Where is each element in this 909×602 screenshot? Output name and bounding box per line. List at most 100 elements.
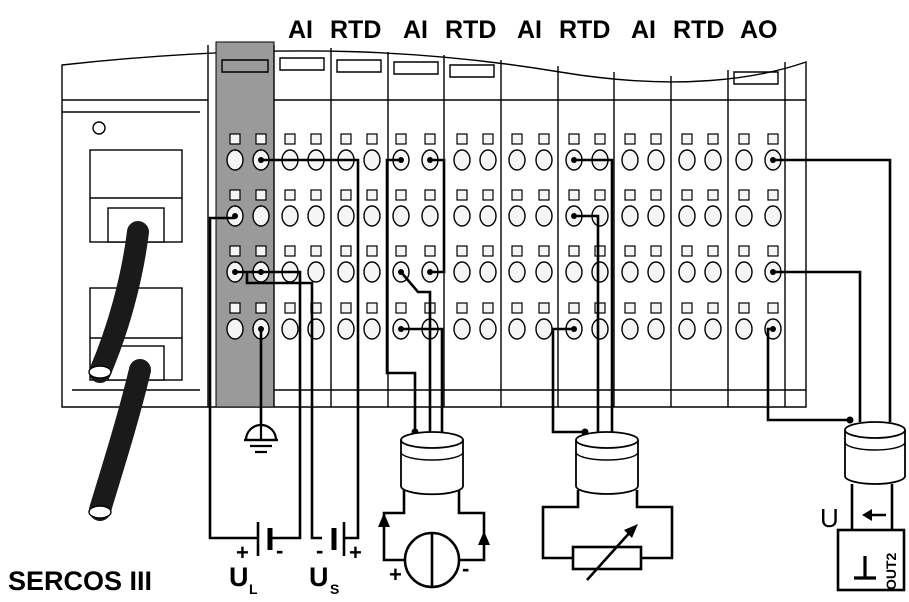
release-button bbox=[707, 302, 719, 314]
release-button bbox=[650, 133, 662, 145]
terminal-contact bbox=[508, 318, 526, 340]
wire-pot-right bbox=[635, 490, 674, 560]
supply-ul-plus: + bbox=[236, 540, 249, 565]
bus-label: SERCOS III bbox=[8, 566, 152, 596]
terminal-contact bbox=[363, 261, 381, 283]
release-button bbox=[568, 189, 580, 201]
terminal-contact bbox=[479, 318, 497, 340]
release-button bbox=[456, 245, 468, 257]
release-button bbox=[707, 245, 719, 257]
release-button bbox=[568, 245, 580, 257]
module-label: RTD bbox=[330, 16, 381, 44]
terminal-contact bbox=[453, 205, 471, 227]
terminal-contact bbox=[226, 149, 244, 171]
release-button bbox=[395, 245, 407, 257]
release-button bbox=[424, 189, 436, 201]
release-button bbox=[340, 189, 352, 201]
terminal-contact bbox=[704, 205, 722, 227]
terminal-contact bbox=[647, 205, 665, 227]
wire-ai1-d bbox=[401, 327, 444, 432]
release-button bbox=[229, 189, 241, 201]
terminal-contact bbox=[678, 261, 696, 283]
terminal-contact bbox=[621, 149, 639, 171]
output-module-icon bbox=[836, 528, 906, 592]
shielded-cable-icon bbox=[575, 431, 639, 495]
terminal-contact bbox=[678, 149, 696, 171]
release-button bbox=[424, 133, 436, 145]
release-button bbox=[707, 133, 719, 145]
release-button bbox=[650, 189, 662, 201]
arrow-icon bbox=[862, 509, 872, 521]
module-label: AI bbox=[517, 16, 542, 44]
ground-icon bbox=[244, 423, 278, 454]
wire-ai1-c bbox=[400, 271, 432, 432]
release-button bbox=[767, 133, 779, 145]
release-button bbox=[366, 189, 378, 201]
release-button bbox=[482, 133, 494, 145]
module-label: AO bbox=[740, 16, 778, 44]
terminal-contact bbox=[226, 318, 244, 340]
release-button bbox=[366, 302, 378, 314]
release-button bbox=[767, 245, 779, 257]
release-button bbox=[310, 189, 322, 201]
release-button bbox=[681, 133, 693, 145]
network-cable-icon bbox=[89, 221, 149, 383]
release-button bbox=[229, 245, 241, 257]
release-button bbox=[538, 302, 550, 314]
terminal-contact bbox=[337, 261, 355, 283]
release-button bbox=[624, 302, 636, 314]
release-button bbox=[284, 189, 296, 201]
terminal-contact bbox=[281, 318, 299, 340]
terminal-contact bbox=[647, 261, 665, 283]
terminal-contact bbox=[621, 318, 639, 340]
release-button bbox=[624, 189, 636, 201]
release-button bbox=[594, 302, 606, 314]
release-button bbox=[366, 133, 378, 145]
release-button bbox=[650, 245, 662, 257]
release-button bbox=[340, 245, 352, 257]
cable-end bbox=[88, 365, 112, 379]
release-button bbox=[594, 133, 606, 145]
release-button bbox=[650, 302, 662, 314]
release-button bbox=[456, 302, 468, 314]
terminal-contact bbox=[591, 261, 609, 283]
supply-ul-sub: L bbox=[249, 581, 258, 597]
wire-ao-c bbox=[766, 327, 850, 422]
module-label: AI bbox=[631, 16, 656, 44]
module-separators bbox=[273, 45, 806, 407]
release-button bbox=[738, 302, 750, 314]
wire-pot-left bbox=[541, 490, 580, 560]
wire-ai1-b bbox=[430, 158, 446, 274]
terminal-contact bbox=[647, 318, 665, 340]
terminal-contact bbox=[453, 318, 471, 340]
release-button bbox=[594, 189, 606, 201]
terminal-contact bbox=[735, 318, 753, 340]
terminal-contact bbox=[508, 205, 526, 227]
release-button bbox=[456, 133, 468, 145]
wire-source-right bbox=[457, 490, 486, 562]
terminal-contact bbox=[252, 205, 270, 227]
wire-ul-minus bbox=[235, 270, 302, 540]
terminal-contact bbox=[307, 261, 325, 283]
module-label: RTD bbox=[673, 16, 724, 44]
release-button bbox=[707, 189, 719, 201]
release-button bbox=[310, 133, 322, 145]
release-button bbox=[255, 302, 267, 314]
terminal-contact bbox=[591, 318, 609, 340]
release-button bbox=[738, 189, 750, 201]
release-button bbox=[482, 189, 494, 201]
terminal-contact bbox=[764, 205, 782, 227]
terminal-contact bbox=[678, 318, 696, 340]
terminal-contact bbox=[621, 205, 639, 227]
terminal-contact bbox=[678, 205, 696, 227]
output-voltage-label: U bbox=[820, 503, 839, 533]
terminal-contact bbox=[307, 205, 325, 227]
wire-ai1-a bbox=[385, 158, 417, 432]
terminal-contact bbox=[453, 149, 471, 171]
terminal-contact bbox=[479, 149, 497, 171]
terminal-contact bbox=[704, 261, 722, 283]
terminal-contact bbox=[363, 205, 381, 227]
wire-us-plus bbox=[262, 158, 360, 540]
terminal-contact bbox=[535, 318, 553, 340]
